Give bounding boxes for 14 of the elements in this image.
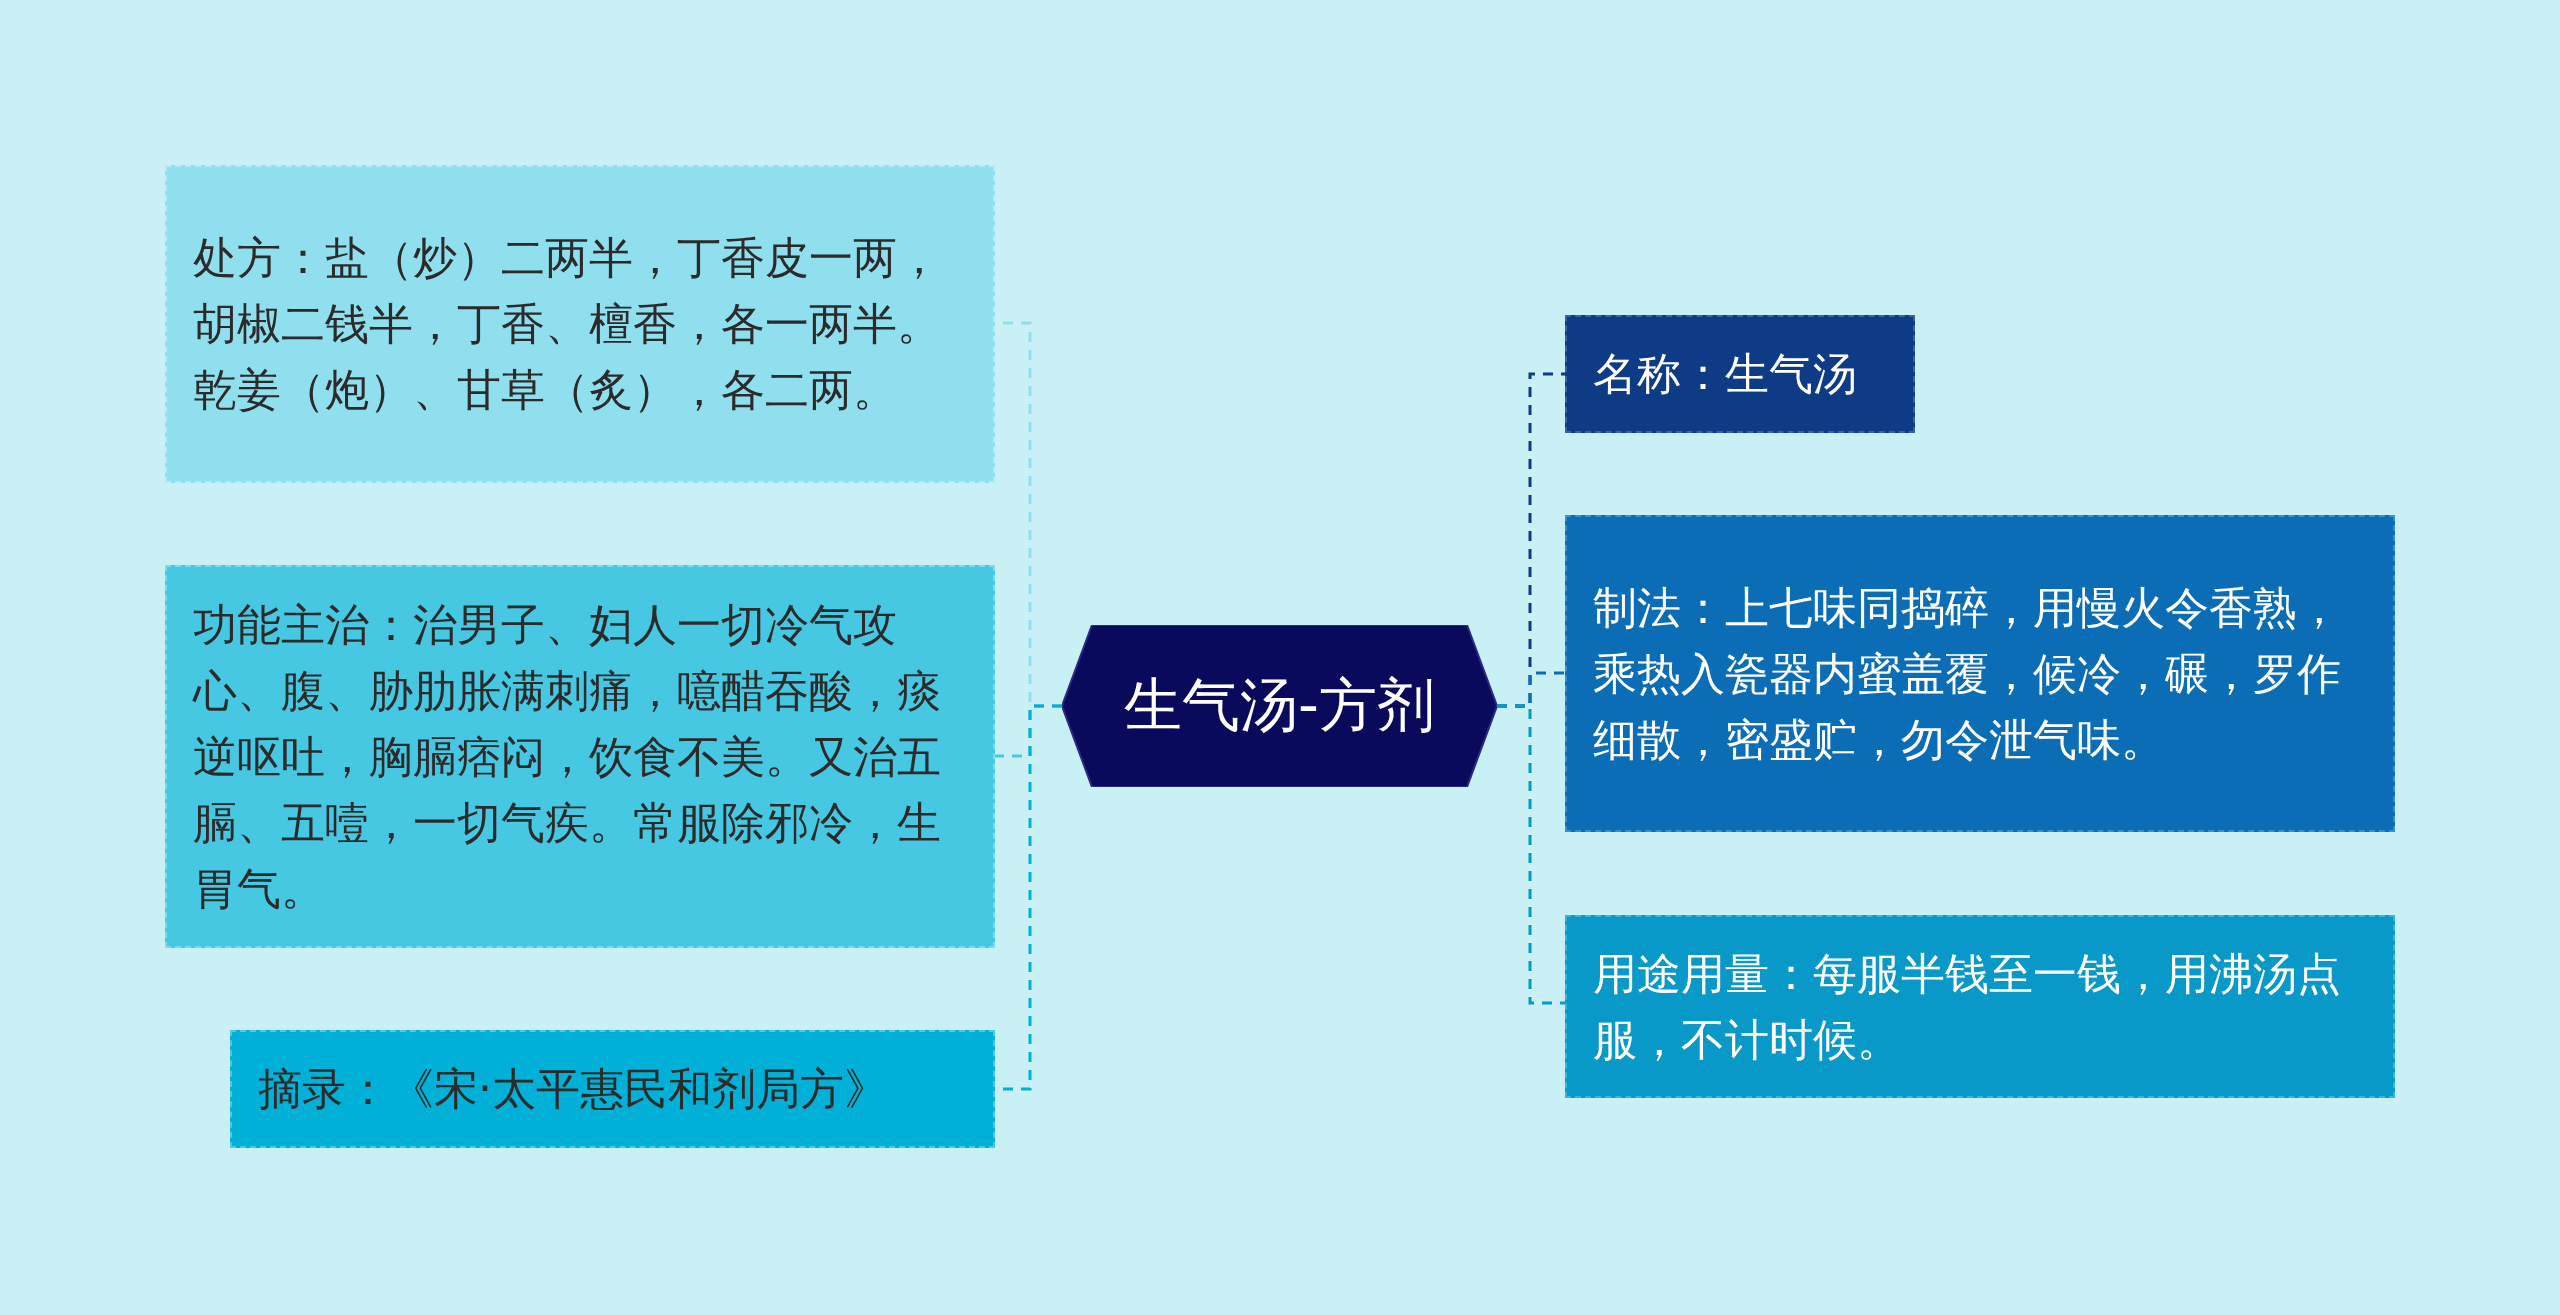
card-text: 处方：盐（炒）二两半，丁香皮一两，胡椒二钱半，丁香、檀香，各一两半。乾姜（炮）、甘草（炙），各二两。	[193, 231, 942, 417]
card-text: 制法：上七味同捣碎，用慢火令香熟，乘热入瓷器内蜜盖覆，候冷，碾，罗作细散，密盛贮，勿令泄气味。	[1593, 580, 2342, 767]
info-card	[165, 565, 995, 948]
info-card	[1565, 515, 2395, 832]
card-text: 功能主治：治男子、妇人一切冷气攻心、腹、胁肋胀满刺痛，噫醋吞酸，痰逆呕吐，胸膈痞闷，饮食不美。又治五膈、五噎，一切气疾。常服除邪冷，生胃气。	[193, 597, 942, 916]
connector-line	[1497, 704, 1565, 1005]
info-card	[1565, 315, 1915, 433]
info-card	[230, 1030, 995, 1148]
card-text: 名称：生气汤	[1593, 347, 1857, 401]
card-text: 摘录：《宋·太平惠民和剂局方》	[258, 1062, 888, 1116]
topic-text: 生气汤-方剂	[1124, 670, 1435, 741]
card-text: 用途用量：每服半钱至一钱，用沸汤点服，不计时候。	[1593, 946, 2342, 1067]
info-card	[165, 165, 995, 483]
info-card	[1565, 915, 2395, 1098]
